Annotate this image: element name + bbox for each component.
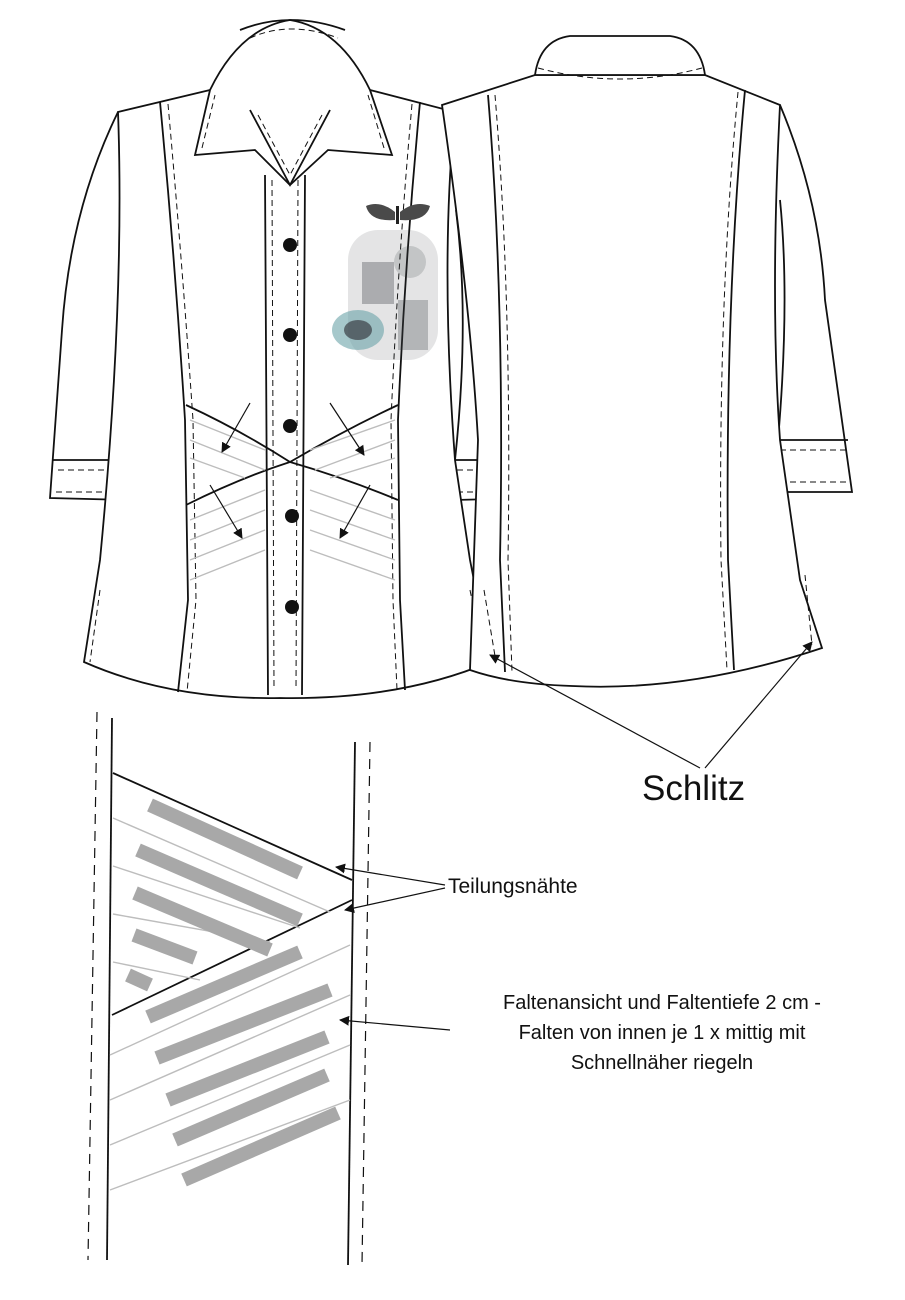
front-arrows bbox=[209, 402, 371, 539]
pleat-note-line: Schnellnäher riegeln bbox=[571, 1052, 753, 1074]
pleat-note: Faltenansicht und Faltentiefe 2 cm - Fal… bbox=[503, 992, 821, 1074]
butterfly-icon bbox=[366, 204, 430, 224]
slit-label: Schlitz bbox=[642, 769, 745, 808]
button bbox=[283, 328, 297, 342]
seams-label: Teilungsnähte bbox=[448, 875, 578, 898]
button bbox=[285, 600, 299, 614]
pleat-note-line: Faltenansicht und Faltentiefe 2 cm - bbox=[503, 992, 821, 1014]
shirt-back-view bbox=[441, 35, 854, 688]
front-placket bbox=[264, 174, 306, 696]
seam-pointers bbox=[335, 863, 451, 1031]
button bbox=[285, 509, 299, 523]
print-motif bbox=[332, 204, 438, 360]
division-seam bbox=[111, 899, 353, 1016]
button bbox=[283, 238, 297, 252]
slit-pointers bbox=[489, 641, 813, 769]
button bbox=[283, 419, 297, 433]
pleat-bars bbox=[125, 798, 341, 1187]
back-collar bbox=[533, 35, 707, 76]
back-body-outline bbox=[441, 74, 824, 688]
pleat-note-line: Falten von innen je 1 x mittig mit bbox=[519, 1022, 806, 1044]
front-pleat-insert-seams bbox=[185, 404, 399, 506]
front-body-outline bbox=[83, 88, 492, 699]
front-buttons bbox=[283, 238, 299, 614]
division-seam bbox=[112, 772, 353, 881]
front-collar bbox=[193, 19, 394, 187]
